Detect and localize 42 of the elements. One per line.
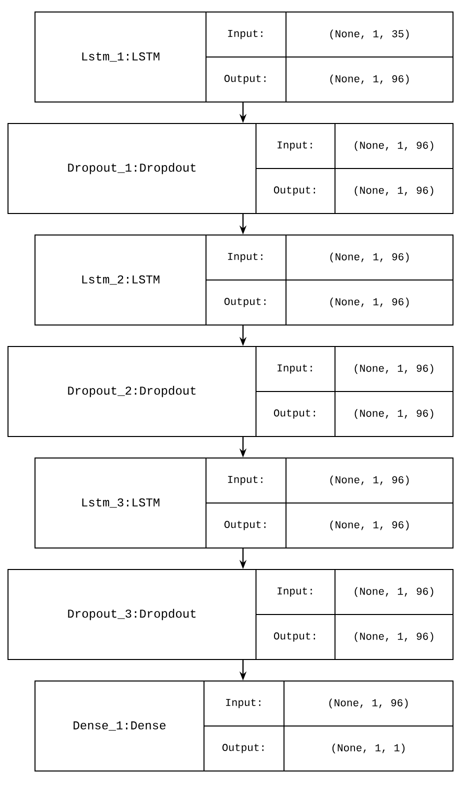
shape-value: (None, 1, 35) <box>330 30 409 40</box>
shape-value: (None, 1, 96) <box>354 409 434 419</box>
field-label: Output: <box>224 298 266 308</box>
shape-value: (None, 1, 96) <box>354 632 434 642</box>
layer-name: Lstm_3:LSTM <box>82 498 160 508</box>
field-label: Output: <box>274 409 315 419</box>
shape-value: (None, 1, 96) <box>330 298 409 308</box>
field-label: Input: <box>226 698 260 708</box>
layer-box <box>8 569 454 660</box>
field-label: Output: <box>274 186 315 196</box>
layer-box <box>8 123 454 214</box>
shape-value: (None, 1, 96) <box>329 698 408 708</box>
shape-value: (None, 1, 1) <box>332 744 405 754</box>
field-label: Input: <box>278 364 312 374</box>
field-label: Output: <box>222 744 264 754</box>
field-label: Output: <box>274 632 315 642</box>
layer-box <box>34 234 454 326</box>
shape-value: (None, 1, 96) <box>330 520 409 530</box>
shape-value: (None, 1, 96) <box>354 364 434 374</box>
layer-name: Dropout_1:Dropdout <box>68 162 196 174</box>
shape-value: (None, 1, 96) <box>354 186 434 196</box>
shape-value: (None, 1, 96) <box>330 476 409 486</box>
layer-name: Dense_1:Dense <box>74 721 166 731</box>
field-label: Input: <box>278 141 312 151</box>
layer-name: Dropout_2:Dropdout <box>68 386 196 398</box>
layer-name: Lstm_1:LSTM <box>82 52 160 62</box>
shape-value: (None, 1, 96) <box>354 141 434 151</box>
layer-box <box>8 346 454 437</box>
layer-box <box>34 12 454 102</box>
layer-name: Dropout_3:Dropdout <box>68 608 196 620</box>
shape-value: (None, 1, 96) <box>330 252 409 262</box>
layer-name: Lstm_2:LSTM <box>82 275 160 285</box>
field-label: Input: <box>228 30 262 40</box>
field-label: Output: <box>224 520 266 530</box>
shape-value: (None, 1, 96) <box>330 74 409 84</box>
field-label: Input: <box>228 252 262 262</box>
field-label: Input: <box>278 587 312 597</box>
layer-box <box>34 458 454 548</box>
field-label: Output: <box>224 74 266 84</box>
shape-value: (None, 1, 96) <box>354 587 434 597</box>
field-label: Input: <box>228 476 262 486</box>
layer-box <box>34 680 454 772</box>
